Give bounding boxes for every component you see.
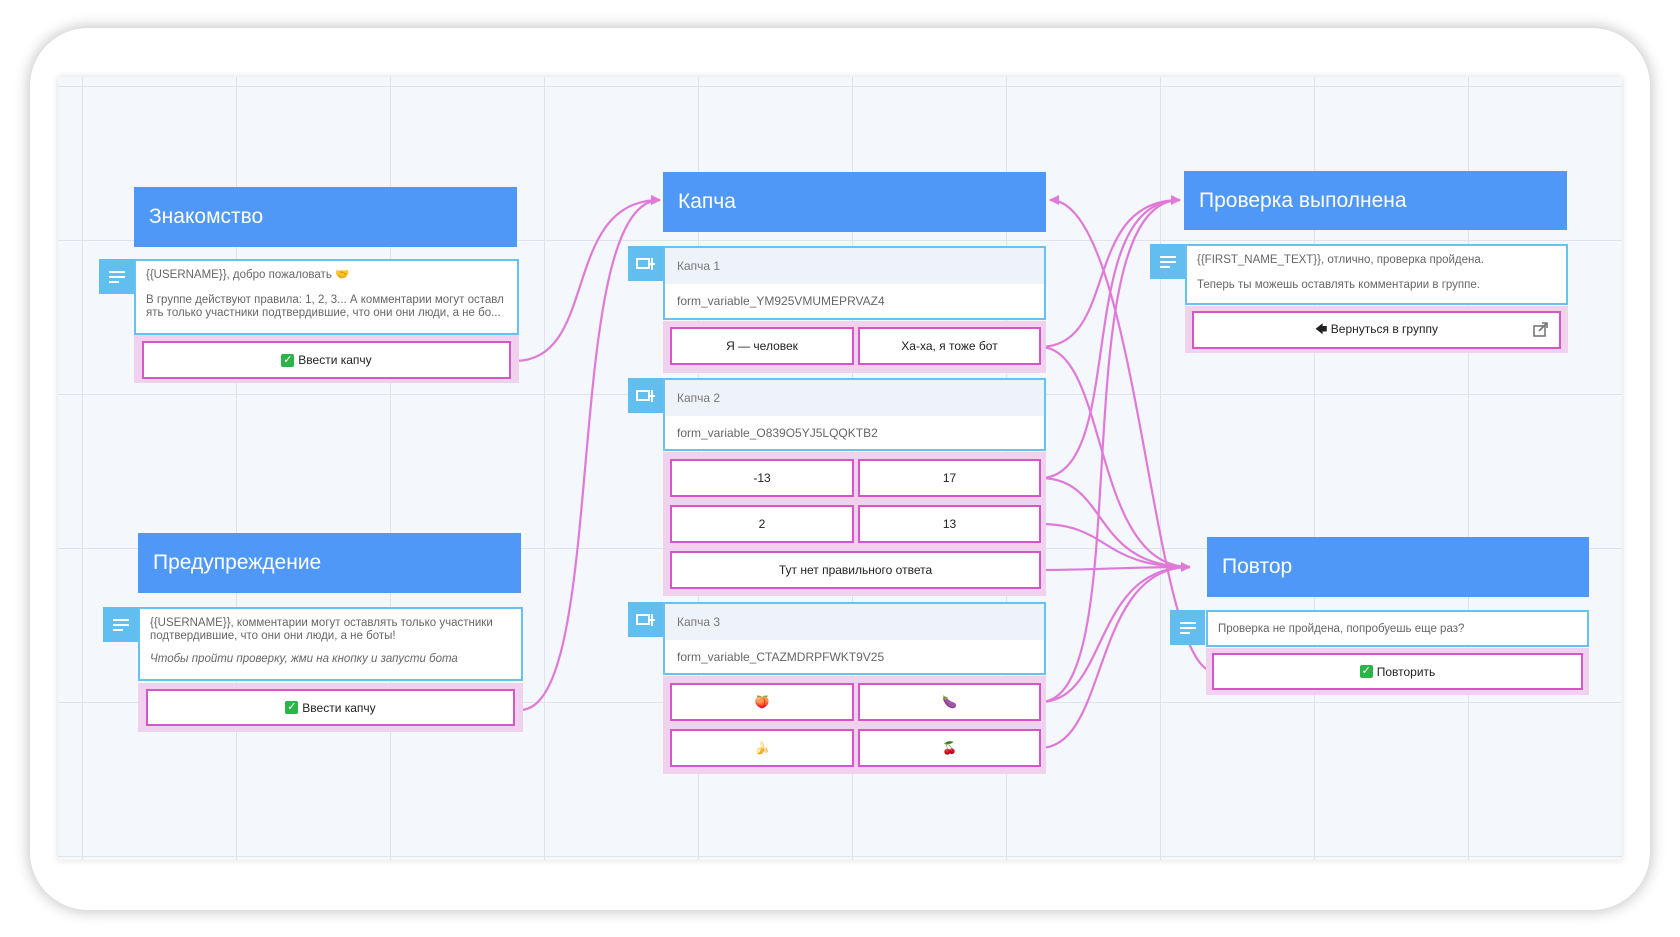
captcha-2-title: Капча 2 — [665, 380, 1044, 416]
return-to-group-button[interactable]: 🡄 Вернуться в группу — [1192, 311, 1561, 349]
button-label: Ха-ха, я тоже бот — [901, 339, 998, 353]
node-retry-title: Повтор — [1222, 555, 1293, 578]
message-line: подтвердившие, что они они люди, а не бо… — [150, 630, 396, 642]
answer-13-button[interactable]: 13 — [858, 505, 1041, 543]
form-variable-icon — [628, 246, 663, 281]
message-line: {{FIRST_NAME_TEXT}}, отлично, проверка п… — [1197, 254, 1484, 266]
answer-17-button[interactable]: 17 — [858, 459, 1041, 497]
captcha-3-buttons: 🍑 🍆 🍌 🍒 — [663, 676, 1046, 774]
button-label: Ввести капчу — [298, 353, 372, 367]
node-success-message[interactable]: {{FIRST_NAME_TEXT}}, отлично, проверка п… — [1185, 244, 1568, 305]
button-label: 13 — [942, 517, 957, 531]
node-intro-button-row: ✓ Ввести капчу — [134, 335, 519, 383]
button-label: Тут нет правильного ответа — [778, 563, 933, 577]
message-line: ять только участники подтвердившие, что … — [146, 307, 501, 319]
check-icon: ✓ — [281, 353, 295, 367]
message-line: Теперь ты можешь оставлять комментарии в… — [1197, 279, 1480, 291]
captcha-1-block[interactable]: Капча 1 form_variable_YM925VMUMEPRVAZ4 — [663, 246, 1046, 320]
node-intro-message[interactable]: {{USERNAME}}, добро пожаловать 🤝 В групп… — [134, 259, 519, 335]
captcha-1-title: Капча 1 — [665, 248, 1044, 284]
button-label: 🡄 Вернуться в группу — [1315, 321, 1438, 336]
captcha-2-buttons: -13 17 2 13 Тут нет правильного ответа — [663, 452, 1046, 596]
answer-bot-button[interactable]: Ха-ха, я тоже бот — [858, 327, 1041, 365]
answer-human-button[interactable]: Я — человек — [670, 327, 854, 365]
captcha-3-block[interactable]: Капча 3 form_variable_CTAZMDRPFWKT9V25 — [663, 602, 1046, 675]
text-block-icon — [99, 259, 134, 294]
captcha-1-variable: form_variable_YM925VMUMEPRVAZ4 — [677, 294, 885, 308]
answer-peach-button[interactable]: 🍑 — [670, 683, 854, 721]
answer-none-button[interactable]: Тут нет правильного ответа — [670, 551, 1041, 589]
message-line: {{USERNAME}}, добро пожаловать 🤝 — [146, 269, 350, 281]
text-block-icon — [1150, 244, 1185, 279]
node-retry-button-row: ✓ Повторить — [1206, 648, 1589, 695]
node-warning-message[interactable]: {{USERNAME}}, комментарии могут оставлят… — [138, 607, 523, 681]
node-warning-button-row: ✓ Ввести капчу — [138, 683, 523, 732]
form-variable-icon — [628, 602, 663, 637]
cherry-icon: 🍒 — [942, 741, 957, 755]
button-label: Ввести капчу — [302, 700, 376, 715]
message-line: Чтобы пройти проверку, жми на кнопку и з… — [150, 653, 458, 665]
message-line: В группе действуют правила: 1, 2, 3... А… — [146, 294, 504, 306]
node-success-title: Проверка выполнена — [1199, 188, 1407, 212]
node-intro-header[interactable]: Знакомство — [134, 187, 517, 247]
button-label: Я — человек — [726, 339, 798, 353]
button-label: 17 — [942, 471, 957, 485]
answer-minus-13-button[interactable]: -13 — [670, 459, 854, 497]
node-captcha-title: Капча — [678, 190, 736, 213]
answer-cherry-button[interactable]: 🍒 — [858, 729, 1041, 767]
peach-icon: 🍑 — [754, 695, 770, 709]
message-line: {{USERNAME}}, комментарии могут оставлят… — [150, 617, 493, 629]
captcha-1-buttons: Я — человек Ха-ха, я тоже бот — [663, 321, 1046, 373]
answer-banana-button[interactable]: 🍌 — [670, 729, 854, 767]
intro-enter-captcha-button[interactable]: ✓ Ввести капчу — [142, 341, 511, 379]
external-link-icon — [1533, 322, 1549, 340]
retry-button[interactable]: ✓ Повторить — [1212, 653, 1583, 690]
node-success-button-row: 🡄 Вернуться в группу — [1185, 306, 1568, 353]
node-success-header[interactable]: Проверка выполнена — [1184, 171, 1567, 230]
node-intro-title: Знакомство — [149, 205, 264, 228]
captcha-2-block[interactable]: Капча 2 form_variable_O839O5YJ5LQQKTB2 — [663, 378, 1046, 451]
message-line: Проверка не пройдена, попробуешь еще раз… — [1218, 623, 1465, 635]
eggplant-icon: 🍆 — [942, 695, 957, 709]
warning-enter-captcha-button[interactable]: ✓ Ввести капчу — [146, 689, 515, 726]
captcha-2-variable: form_variable_O839O5YJ5LQQKTB2 — [677, 426, 878, 440]
text-block-icon — [103, 607, 138, 642]
node-warning-header[interactable]: Предупреждение — [138, 533, 521, 593]
text-block-icon — [1170, 610, 1205, 645]
node-warning-title: Предупреждение — [153, 551, 322, 574]
node-retry-message[interactable]: Проверка не пройдена, попробуешь еще раз… — [1206, 610, 1589, 647]
captcha-3-variable: form_variable_CTAZMDRPFWKT9V25 — [677, 650, 885, 664]
button-label: -13 — [753, 471, 771, 485]
check-icon: ✓ — [1359, 665, 1373, 678]
answer-2-button[interactable]: 2 — [670, 505, 854, 543]
button-label: Повторить — [1376, 664, 1436, 679]
button-label: 2 — [758, 517, 766, 531]
captcha-3-title: Капча 3 — [665, 604, 1044, 640]
node-captcha-header[interactable]: Капча — [663, 172, 1046, 232]
banana-icon: 🍌 — [754, 741, 770, 755]
check-icon: ✓ — [285, 701, 299, 714]
node-retry-header[interactable]: Повтор — [1207, 537, 1589, 597]
form-variable-icon — [628, 378, 663, 413]
answer-eggplant-button[interactable]: 🍆 — [858, 683, 1041, 721]
